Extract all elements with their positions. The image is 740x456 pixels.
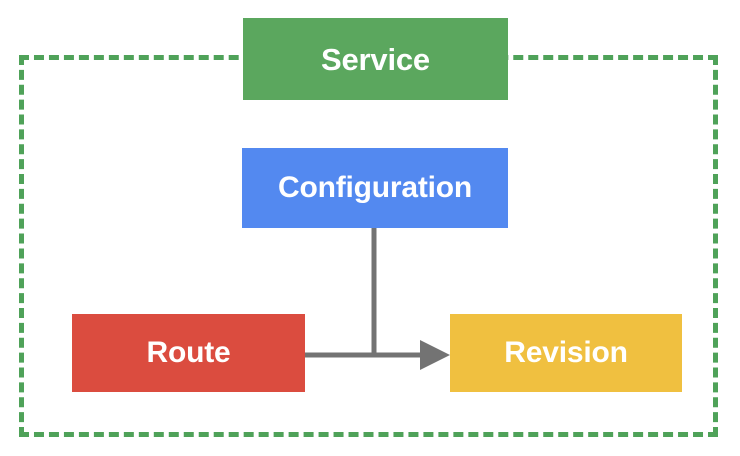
node-configuration-label: Configuration <box>277 171 473 204</box>
node-revision[interactable]: Revision <box>450 314 682 392</box>
node-service-label: Service <box>321 41 430 77</box>
node-revision-label: Revision <box>504 336 628 369</box>
node-service[interactable]: Service <box>243 18 508 100</box>
node-route[interactable]: Route <box>72 314 305 392</box>
arrowhead-icon <box>420 340 450 370</box>
node-route-label: Route <box>146 336 231 369</box>
node-configuration[interactable]: Configuration <box>242 148 508 228</box>
